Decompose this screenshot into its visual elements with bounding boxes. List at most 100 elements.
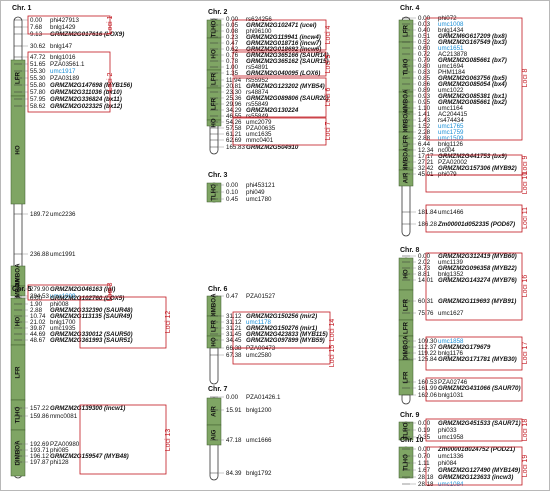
loci-label: Loci 5 <box>325 55 332 74</box>
chr4-trait-label: AIR <box>403 172 410 183</box>
marker-position: 0.89 <box>418 87 431 94</box>
chr9-trait-band <box>398 421 414 441</box>
marker-position: 125.84 <box>418 356 437 363</box>
gene-label: Zm00001d024752 (POD21) <box>437 446 515 453</box>
loci-box <box>232 77 327 118</box>
loci-box <box>425 336 523 371</box>
marker-position: 58.62 <box>30 103 46 110</box>
chr5-trait-band <box>10 429 26 477</box>
marker-label: rs54891 <box>246 64 269 71</box>
marker-label: PZA00635 <box>246 125 276 132</box>
marker-position: 0.85 <box>418 75 431 82</box>
marker-position: 9.13 <box>30 31 43 38</box>
marker-label: umc1635 <box>246 131 272 138</box>
chr2-trait-label: LFR <box>211 72 218 85</box>
marker-position: 1.43 <box>418 117 431 124</box>
chr4-trait-label: DIMBOA <box>403 147 410 173</box>
marker-label: umc1759 <box>438 129 464 136</box>
marker-label: phi084 <box>438 460 457 467</box>
gene-label: GRMZM2G157306 (MYB92) <box>438 165 517 172</box>
marker-label: phi453121 <box>246 182 275 189</box>
chr1-trait-label: LFR <box>15 71 22 84</box>
gene-label: GRMZM2G119941 (incw4) <box>246 34 321 41</box>
chr6-title: Chr. 6 <box>208 286 228 293</box>
gene-label: GRMZM2G119693 (MYB91) <box>438 298 516 305</box>
marker-position: 0.47 <box>226 40 239 47</box>
gene-label: GRMZM2G046163 (lgl) <box>50 286 115 293</box>
marker-label: bnlg1700 <box>50 319 76 326</box>
marker-position: 6.44 <box>418 141 431 148</box>
marker-position: 2.88 <box>418 135 431 142</box>
gene-label: GRMZM2G123633 (incw3) <box>438 474 513 481</box>
marker-label: bnlg1176 <box>438 350 464 357</box>
marker-position: 284.53 <box>30 293 49 300</box>
marker-position: 2.88 <box>30 307 43 314</box>
loci-box <box>425 204 523 233</box>
marker-position: 1.90 <box>30 301 43 308</box>
chr3-title: Chr. 3 <box>208 172 228 179</box>
loci-label: Loci 19 <box>522 455 529 478</box>
marker-position: 0.00 <box>226 16 239 23</box>
marker-position: 1.41 <box>418 111 431 118</box>
gene-label: GRMZM2G423833 (MYB115) <box>246 331 328 338</box>
gene-label: GRMZM2G085661 (bx2) <box>438 99 507 106</box>
marker-position: 112.37 <box>418 344 437 351</box>
chr2-trait-label: HO <box>211 118 218 127</box>
loci-box <box>27 284 111 301</box>
marker-position: 47.18 <box>226 437 242 444</box>
gene-label: GRMZM2G150256 (mir2) <box>246 313 317 320</box>
marker-position: 34.45 <box>226 337 242 344</box>
loci-label: Loci 2 <box>107 73 114 92</box>
loci-box <box>425 377 523 402</box>
marker-label: bnlg1434 <box>438 27 464 34</box>
gene-label: GRMZM6G617209 (bx8) <box>438 33 507 40</box>
chr9-title: Chr. 9 <box>400 412 420 419</box>
loci-box <box>79 296 167 349</box>
gene-label: GRMZM2G441753 (bx9) <box>438 153 507 160</box>
chr3-trait-band <box>206 182 222 203</box>
gene-label: GRMZM2G063756 (bx5) <box>438 75 507 82</box>
marker-position: 8.81 <box>418 271 431 278</box>
marker-label: phi427913 <box>50 17 79 24</box>
gene-label: GRMZM2G365162 (SAUR15) <box>246 58 329 65</box>
marker-position: 0.10 <box>226 189 239 196</box>
marker-label: umc1466 <box>438 209 464 216</box>
gene-label: GRMZM2G017616 (LOX9) <box>50 31 124 38</box>
loci-label: Loci 12 <box>165 311 172 334</box>
marker-label: umc2079 <box>246 119 272 126</box>
marker-position: 0.51 <box>418 33 431 40</box>
marker-position: 0.00 <box>418 420 431 427</box>
marker-label: bnlg1031 <box>438 392 464 399</box>
marker-label: rs55849 <box>246 113 269 120</box>
chr1-trait-label: DIMBOA <box>15 278 22 304</box>
marker-position: 55.80 <box>30 82 46 89</box>
marker-position: 0.00 <box>30 17 43 24</box>
marker-position: 192.69 <box>30 441 49 448</box>
gene-label: GRMZM2G431066 (SAUR70) <box>438 385 521 392</box>
marker-label: umc1765 <box>438 123 464 130</box>
chr5-title: Chr. 5 <box>12 286 32 293</box>
loci-label: Loci 8 <box>522 69 529 88</box>
marker-position: 25.36 <box>226 95 242 102</box>
marker-label: umc1651 <box>438 45 464 52</box>
marker-label: AC204415 <box>438 111 468 118</box>
gene-label: GRMZM2G113135 (SAUR49) <box>50 313 132 320</box>
chr7-trait-label: AIG <box>211 429 218 440</box>
loci-label: Loci 14 <box>329 319 336 342</box>
loci-label: Loci 10 <box>522 172 529 195</box>
marker-position: 0.70 <box>418 453 431 460</box>
marker-position: 181.84 <box>418 209 437 216</box>
marker-label: mmc0401 <box>246 137 274 144</box>
marker-position: 66.38 <box>226 345 242 352</box>
marker-position: 15.91 <box>226 407 242 414</box>
marker-position: 39.87 <box>30 325 46 332</box>
marker-position: 44.69 <box>30 331 46 338</box>
marker-label: phi96100 <box>246 28 272 35</box>
marker-position: 0.40 <box>418 27 431 34</box>
chr1-title: Chr. 1 <box>12 5 32 12</box>
marker-position: 0.00 <box>226 394 239 401</box>
marker-position: 0.95 <box>418 99 431 106</box>
marker-position: 119.22 <box>418 350 437 357</box>
